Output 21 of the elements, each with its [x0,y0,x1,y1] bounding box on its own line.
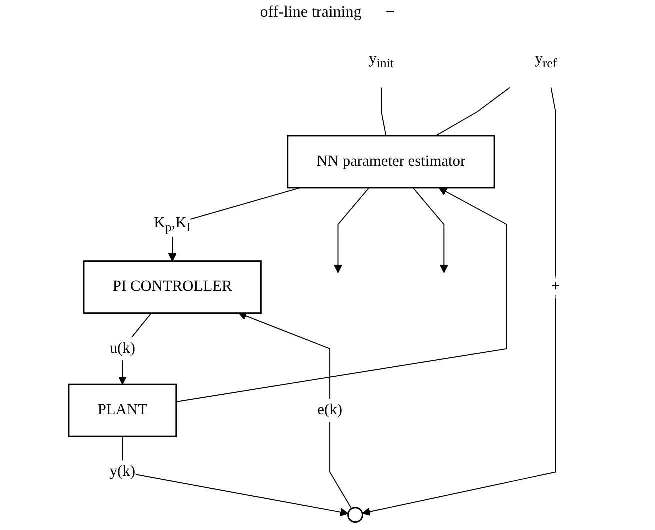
arrow [362,87,556,516]
arrow [176,188,508,402]
connector [436,87,510,136]
node-text: y$_{ref}$ [535,51,558,70]
edge-label: y(k) [110,464,136,480]
node-box: PLANT [68,384,178,438]
node-circle [348,507,364,524]
arrow [412,187,448,274]
edge-label: K$_{p}$,K$_{I}$ [154,214,192,234]
edge-label: e(k) [318,402,342,418]
node-box: PI CONTROLLER [83,260,262,314]
edge-label: + [551,278,560,296]
arrow [334,187,370,274]
note-text: off-line training [260,4,362,22]
node-text: y$_{init}$ [369,51,394,70]
note-text: − [386,4,395,22]
node-box: NN parameter estimator [287,135,496,189]
arrow [238,312,352,510]
edge-label: u(k) [110,340,136,357]
arrow [122,436,349,517]
connector [381,87,387,136]
